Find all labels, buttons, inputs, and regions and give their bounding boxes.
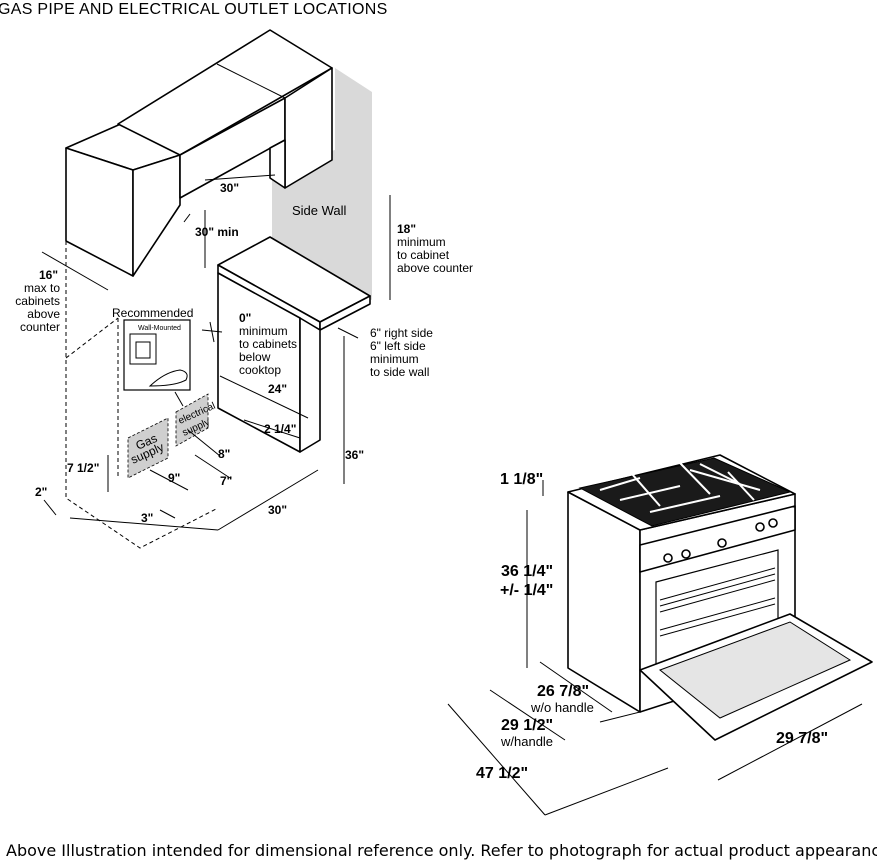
dim-7-1-2: 7 1/2" [67,461,99,475]
with-handle-label: w/handle [500,734,553,749]
dim-6-left: 6" left side [370,339,426,353]
lower-cabinet-side [299,317,321,453]
svg-text:minimum: minimum [370,352,419,366]
knob-3-icon [717,538,727,548]
wall-mounted-label: Wall-Mounted [138,325,181,332]
control-panel [639,505,796,573]
electrical-supply-area [175,393,209,447]
knob-1-icon [663,553,673,563]
svg-text:minimum: minimum [239,324,288,338]
dim-9: 9" [168,471,180,485]
disclaimer-footer: Above Illustration intended for dimensio… [6,841,877,860]
knob-5-icon [768,518,778,528]
knob-2-icon [681,549,691,559]
right-cabinet-side [269,139,286,189]
svg-text:cabinets: cabinets [15,294,60,308]
svg-text:counter: counter [20,320,60,334]
dim-30-depth: 30" [268,503,287,517]
dim-29-1-2: 29 1/2" [501,717,553,734]
dim-36-1-4: 36 1/4" [501,563,553,580]
installation-diagram: 30" 30" min Side Wall 18" minimum to cab… [15,29,473,549]
svg-text:below: below [239,350,271,364]
left-cabinet-face [65,147,134,277]
dim-30-width: 30" [220,181,239,195]
dim-3: 3" [141,511,153,525]
svg-text:max to: max to [24,281,60,295]
dim-2-1-4: 2 1/4" [264,422,296,436]
dim-29-7-8: 29 7/8" [776,730,828,747]
dim-24: 24" [268,382,287,396]
svg-text:above counter: above counter [397,261,473,275]
dim-47-1-2: 47 1/2" [476,765,528,782]
recommended-label: Recommended [112,306,193,320]
dim-8: 8" [218,447,230,461]
left-cabinet-side [132,154,181,277]
page-title: GAS PIPE AND ELECTRICAL OUTLET LOCATIONS [0,1,388,18]
svg-text:to side wall: to side wall [370,365,429,379]
dim-6-right: 6" right side [370,326,433,340]
svg-text:minimum: minimum [397,235,446,249]
knob-4-icon [755,522,765,532]
range-diagram: 1 1/8" 36 1/4" +/- 1/4" 26 7/8" w/o hand… [447,454,873,816]
svg-text:above: above [27,307,60,321]
dim-2: 2" [35,485,47,499]
side-wall-label: Side Wall [292,203,347,218]
svg-text:to cabinets: to cabinets [239,337,297,351]
without-handle-label: w/o handle [530,700,594,715]
dim-16: 16" [39,268,58,282]
dim-1-1-8: 1 1/8" [500,471,543,488]
gas-supply-area [127,417,169,479]
svg-text:to cabinet: to cabinet [397,248,450,262]
dim-18: 18" [397,222,416,236]
dim-30-min: 30" min [195,225,239,239]
svg-text:cooktop: cooktop [239,363,281,377]
burner-grates-icon [578,457,792,527]
dim-0: 0" [239,311,251,325]
plug-icon [148,369,188,387]
side-wall-panel [272,150,372,300]
dim-tolerance: +/- 1/4" [500,582,553,599]
dim-26-7-8: 26 7/8" [537,683,589,700]
dim-36: 36" [345,448,364,462]
dim-7: 7" [220,474,232,488]
